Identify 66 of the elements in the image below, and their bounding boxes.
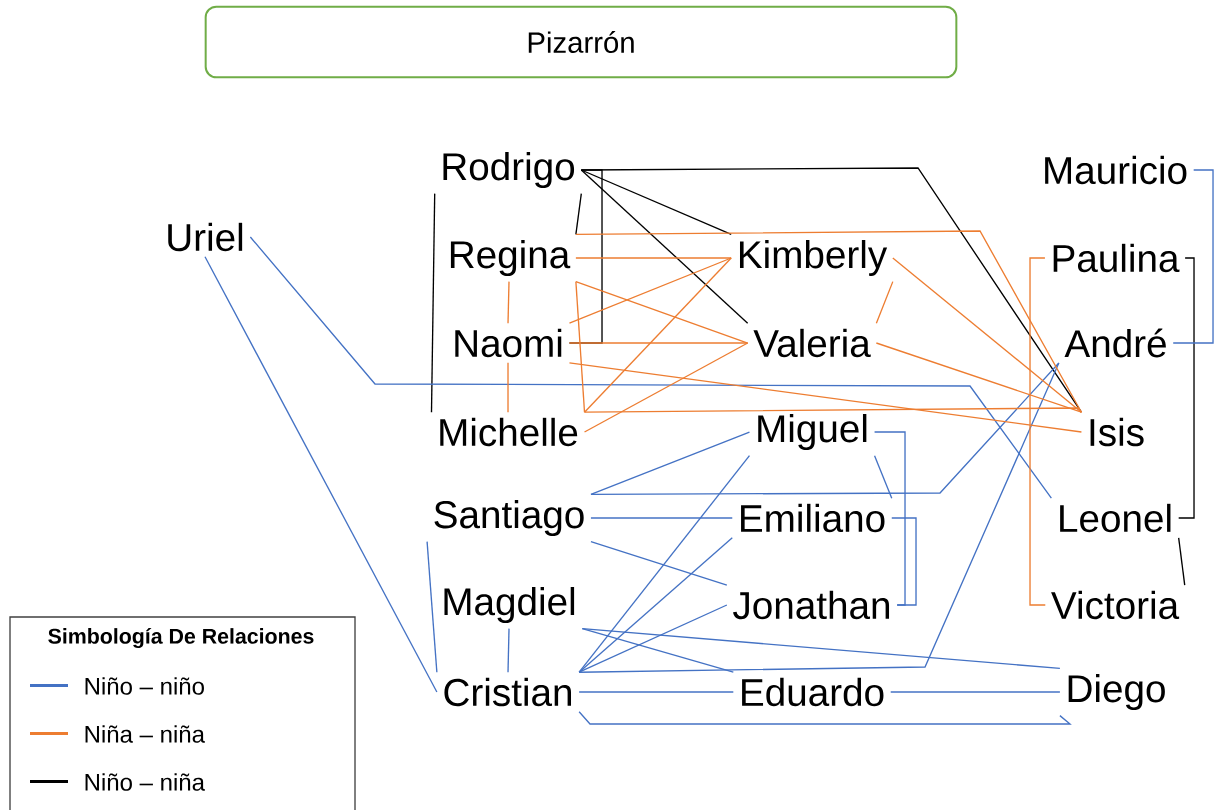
- connector-line: [873, 431, 906, 606]
- connector-line: [590, 431, 751, 496]
- connector-line: [507, 280, 510, 324]
- name-label: Naomi: [455, 328, 562, 358]
- board-box: Pizarrón: [204, 5, 958, 79]
- connector-line: [583, 257, 732, 413]
- name-label: Paulina: [1053, 243, 1180, 273]
- name-label: Victoria: [1051, 590, 1180, 620]
- connector-line: [891, 517, 917, 606]
- connector-line: [581, 627, 734, 673]
- connector-line: [426, 540, 438, 673]
- connector-line: [1172, 169, 1214, 344]
- connector-line: [204, 256, 438, 693]
- legend-label: Niño – niña: [85, 773, 205, 791]
- name-label: Valeria: [753, 328, 871, 358]
- connector-line: [583, 342, 749, 433]
- connector-line: [873, 454, 893, 499]
- connector-line: [580, 169, 749, 324]
- name-label: Diego: [1068, 674, 1165, 711]
- connector-line: [578, 604, 728, 673]
- connector-line: [568, 257, 732, 324]
- connector-line: [578, 362, 1060, 673]
- connector-line: [568, 362, 1083, 433]
- connector-line: [1178, 537, 1186, 586]
- connector-line: [575, 280, 586, 413]
- name-label: Jonathan: [733, 590, 889, 620]
- connector-line: [581, 627, 1061, 670]
- connector-line: [590, 517, 733, 519]
- connector-line: [578, 691, 734, 693]
- name-label: Miguel: [758, 414, 867, 451]
- legend-label: Niño – niño: [85, 677, 204, 695]
- connector-line: [1029, 257, 1046, 606]
- legend-title: Simbología De Relaciones: [48, 627, 314, 649]
- connector-line: [578, 537, 733, 673]
- connector-line: [578, 711, 1072, 725]
- name-label: Emiliano: [741, 503, 885, 533]
- name-label: Kimberly: [740, 240, 888, 277]
- legend-label: Niña – niña: [85, 725, 205, 743]
- connector-line: [575, 257, 732, 259]
- connector-line: [590, 540, 728, 586]
- name-label: Michelle: [440, 417, 578, 447]
- connector-line: [430, 192, 436, 413]
- connector-line: [583, 407, 1083, 413]
- name-label: Mauricio: [1045, 155, 1187, 185]
- connector-line: [249, 236, 1053, 499]
- connector-line: [875, 342, 1083, 413]
- connector-line: [890, 691, 1061, 693]
- name-label: Santiago: [434, 500, 584, 537]
- connector-line: [590, 362, 1060, 496]
- connector-line: [507, 362, 509, 413]
- name-label: Uriel: [168, 222, 243, 252]
- connector-line: [575, 192, 582, 236]
- name-label: Eduardo: [742, 677, 884, 707]
- connector-line: [507, 627, 510, 673]
- name-label: Rodrigo: [443, 152, 575, 189]
- name-label: Isis: [1090, 417, 1144, 447]
- connector-line: [578, 454, 751, 673]
- connector-line: [575, 230, 1083, 413]
- connector-line: [875, 280, 894, 324]
- name-label: Leonel: [1060, 503, 1171, 533]
- name-label: André: [1064, 328, 1166, 358]
- connector-line: [568, 342, 749, 344]
- name-label: Magdiel: [444, 587, 575, 624]
- name-label: Cristian: [444, 677, 571, 707]
- connector-line: [1178, 257, 1195, 519]
- name-label: Regina: [450, 240, 571, 277]
